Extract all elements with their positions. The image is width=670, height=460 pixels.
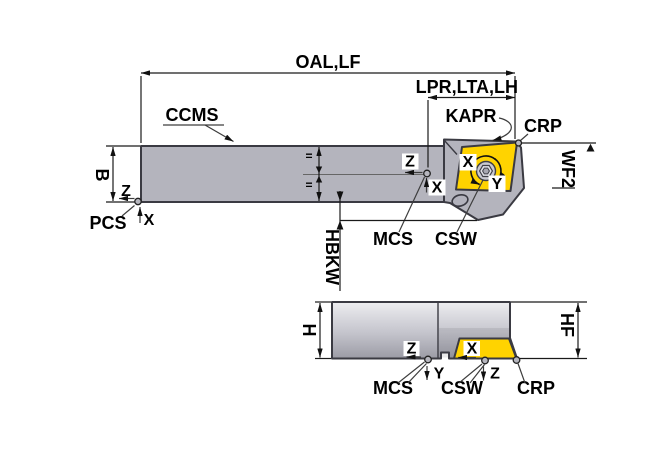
side-csw-label: CSW <box>441 378 483 398</box>
side-insert <box>453 337 518 360</box>
b-dim-label: B <box>92 169 112 182</box>
wf2-label: WF2 <box>558 150 578 188</box>
csw-x-axis-box <box>459 154 477 171</box>
mcs-x-axis-box <box>428 179 446 196</box>
side-crp-point <box>512 356 521 364</box>
mcs-point-top <box>423 169 431 178</box>
csw-y-axis-box <box>488 175 506 192</box>
h-dim-label: H <box>299 324 319 337</box>
side-csw-x-box <box>463 341 480 356</box>
csw-label-top: CSW <box>435 229 477 249</box>
hbkw-arrow-upper <box>336 191 344 201</box>
oal-dim-label: OAL,LF <box>296 52 361 72</box>
mcs-leader-top <box>398 176 426 233</box>
csw-leader-top <box>456 179 484 233</box>
side-crp-leader <box>517 363 526 384</box>
side-crp-label: CRP <box>517 378 555 398</box>
pcs-label: PCS <box>89 213 126 233</box>
csw-y-axis-label: Y <box>492 176 503 193</box>
side-mcs-leader-1 <box>397 361 425 384</box>
mcs-z-axis-box <box>402 153 419 170</box>
side-csw-leader-1 <box>458 363 483 384</box>
lpr-dim-label: LPR,LTA,LH <box>416 77 518 97</box>
side-mcs-z-box <box>403 341 420 356</box>
side-csw-z-label: Z <box>490 366 500 383</box>
pcs-z-axis-label: Z <box>121 183 131 200</box>
equal-mark-lower: = <box>305 178 312 192</box>
side-mcs-y-label: Y <box>434 366 445 383</box>
side-mcs-label: MCS <box>373 378 413 398</box>
equal-center-arrow-lower <box>315 175 323 183</box>
equal-mark-upper: = <box>305 149 312 163</box>
mcs-z-axis-label: Z <box>405 154 415 171</box>
side-view: H HF Z Y X Z MCS CSW CRP <box>299 301 587 398</box>
screw-torx-inner <box>482 167 490 175</box>
side-csw-x-label: X <box>467 341 478 358</box>
kapr-leader-arc <box>492 117 512 142</box>
top-view: X Y OAL,LF LPR,LTA,LH CCMS KAPR CRP WF2 … <box>89 52 596 291</box>
equal-center-arrow-upper <box>315 166 323 174</box>
head-chamfer-edge <box>443 139 458 155</box>
mcs-x-axis-label: X <box>432 180 443 197</box>
pcs-leader <box>121 205 135 217</box>
side-csw-leader-2 <box>469 364 485 384</box>
wf2-arrow <box>586 143 595 152</box>
ccms-label: CCMS <box>166 105 219 125</box>
crp-point-top <box>514 139 523 147</box>
mcs-label-top: MCS <box>373 229 413 249</box>
crp-leader-top <box>520 133 529 141</box>
hbkw-label: HBKW <box>322 229 342 285</box>
clamp-hole <box>451 193 469 208</box>
hf-dim-label: HF <box>557 313 577 337</box>
ccms-leader <box>204 124 234 143</box>
pcs-point <box>134 197 142 206</box>
hbkw-arrow-lower <box>336 220 344 230</box>
side-csw-point <box>481 356 489 365</box>
side-mcs-point <box>424 355 432 364</box>
side-mcs-z-label: Z <box>407 341 417 358</box>
pcs-x-axis-label: X <box>144 212 155 229</box>
csw-x-axis-label: X <box>463 154 474 171</box>
side-mcs-leader-2 <box>407 363 427 384</box>
kapr-label: KAPR <box>445 106 496 126</box>
crp-label-top: CRP <box>524 116 562 136</box>
